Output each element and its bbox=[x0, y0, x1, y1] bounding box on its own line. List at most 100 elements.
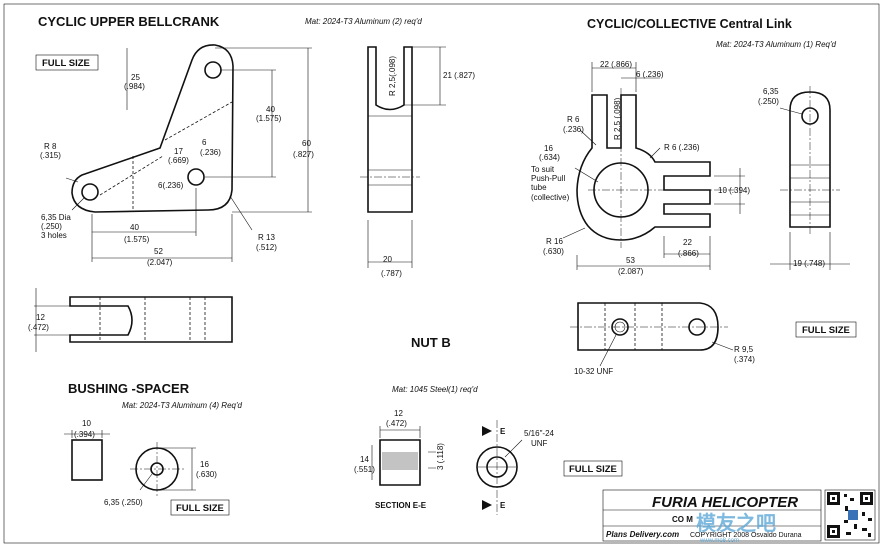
bellcrank-profile bbox=[71, 44, 234, 213]
bellcrank-top-dims bbox=[34, 288, 72, 352]
link-note-1: To suit bbox=[531, 165, 555, 174]
link-title: CYCLIC/COLLECTIVE Central Link bbox=[587, 17, 792, 31]
nut-arrow-bottom bbox=[482, 500, 492, 510]
link-top-view bbox=[577, 302, 719, 351]
dim-link-19: 19 (.748) bbox=[793, 259, 825, 268]
bellcrank-hidden-line-a bbox=[164, 101, 233, 141]
dim-40h-in: (1.575) bbox=[124, 235, 150, 244]
link-dimension-lines bbox=[576, 62, 745, 270]
dim-link-10: 10 (.394) bbox=[718, 186, 750, 195]
bellcrank-top-hole bbox=[204, 61, 222, 79]
nut-title: NUT B bbox=[411, 335, 451, 350]
dim-52-in: (2.047) bbox=[147, 258, 173, 267]
link-top-leaders bbox=[599, 334, 734, 367]
bellcrank-material: Mat: 2024-T3 Aluminum (2) req'd bbox=[305, 17, 422, 26]
dim-link-unf: 10-32 UNF bbox=[574, 367, 613, 376]
dim-60-in: (.827) bbox=[293, 150, 314, 159]
dim-nut-12: 12 bbox=[394, 409, 403, 418]
watermark-url: www.mo8.com bbox=[699, 538, 739, 544]
nut-e-bottom: E bbox=[500, 501, 506, 510]
dim-r13-in: (.512) bbox=[256, 243, 277, 252]
qr-code bbox=[824, 489, 876, 541]
dim-side-21: 21 (.827) bbox=[443, 71, 475, 80]
dim-link-53: 53 bbox=[626, 256, 635, 265]
dim-side-20-in: (.787) bbox=[381, 269, 402, 278]
dim-r8: R 8 bbox=[44, 142, 57, 151]
dim-52: 52 bbox=[154, 247, 163, 256]
link-material: Mat: 2024-T3 Aluminum (1) Req'd bbox=[716, 40, 836, 49]
bushing-title: BUSHING -SPACER bbox=[68, 381, 190, 396]
dim-link-53-in: (2.087) bbox=[618, 267, 644, 276]
dim-link-635: 6,35 bbox=[763, 87, 779, 96]
bushing-center-lines bbox=[130, 442, 184, 496]
bellcrank-r8-leader bbox=[65, 177, 79, 183]
bellcrank-left-hole bbox=[81, 183, 99, 201]
title-block-frame bbox=[602, 489, 822, 542]
dim-bushing-16: 16 bbox=[200, 460, 209, 469]
dim-link-635-in: (.250) bbox=[758, 97, 779, 106]
nut-section-label: SECTION E-E bbox=[375, 501, 427, 510]
nut-material: Mat: 1045 Steel(1) req'd bbox=[392, 385, 478, 394]
dim-dia: 6,35 Dia bbox=[41, 213, 71, 222]
dim-nut-thread: 5/16"-24 bbox=[524, 429, 555, 438]
title-block-rows bbox=[603, 509, 821, 527]
dim-link-r6l-in: (.236) bbox=[563, 125, 584, 134]
dim-r8-in: (.315) bbox=[40, 151, 61, 160]
dim-nut-14: 14 bbox=[360, 455, 369, 464]
link-center-lines bbox=[588, 88, 735, 248]
dim-bushing-10: 10 bbox=[82, 419, 91, 428]
central-link-section: CYCLIC/COLLECTIVE Central Link Mat: 2024… bbox=[531, 17, 857, 376]
bellcrank-side-view bbox=[367, 46, 413, 213]
dim-link-r25: R 2,5 (.098) bbox=[613, 97, 622, 140]
link-top-hidden bbox=[604, 303, 663, 350]
bellcrank-hidden-line-b bbox=[99, 155, 164, 196]
dim-6h: 6(.236) bbox=[158, 181, 184, 190]
nut-full-size-label: FULL SIZE bbox=[569, 464, 617, 475]
bellcrank-r13-leader bbox=[229, 195, 253, 231]
bellcrank-side-dims bbox=[367, 46, 446, 268]
dim-r13: R 13 bbox=[258, 233, 275, 242]
bushing-outer-circle bbox=[135, 447, 179, 491]
dim-bushing-10-in: (.394) bbox=[74, 430, 95, 439]
link-full-size-label: FULL SIZE bbox=[802, 325, 850, 336]
bellcrank-dia-leader bbox=[71, 197, 85, 211]
nut-section: NUT B Mat: 1045 Steel(1) req'd 12 (.472)… bbox=[354, 335, 623, 515]
title-block-brand: FURIA HELICOPTER bbox=[652, 494, 798, 511]
title-block: FURIA HELICOPTER CO M Plans Delivery.com… bbox=[602, 489, 876, 544]
dim-link-22t: 22 (.866) bbox=[600, 60, 632, 69]
link-side-profile bbox=[789, 91, 831, 228]
link-full-size-box bbox=[795, 321, 857, 338]
dim-link-r6l: R 6 bbox=[567, 115, 580, 124]
dim-40v: 40 bbox=[266, 105, 275, 114]
bellcrank-side-lines bbox=[368, 115, 412, 186]
dim-link-r16-in: (.630) bbox=[543, 247, 564, 256]
watermark-text: 模友之吧 bbox=[696, 511, 776, 535]
dim-17: 17 bbox=[174, 147, 183, 156]
dim-nut-3: 3 (.118) bbox=[436, 443, 445, 470]
dim-link-22-in: (.866) bbox=[678, 249, 699, 258]
dim-6-in: (.236) bbox=[200, 148, 221, 157]
dim-link-16: 16 bbox=[544, 144, 553, 153]
sheet-border bbox=[3, 3, 880, 544]
bushing-full-size-box bbox=[170, 499, 230, 516]
dim-17-in: (.669) bbox=[168, 156, 189, 165]
nut-section-view bbox=[379, 439, 421, 486]
bushing-section: BUSHING -SPACER Mat: 2024-T3 Aluminum (4… bbox=[64, 381, 242, 516]
title-block-copyright: COPYRIGHT 2008 Osvaldo Durana bbox=[690, 532, 802, 539]
dim-dia-holes: 3 holes bbox=[41, 231, 67, 240]
dim-link-r16: R 16 bbox=[546, 237, 563, 246]
link-note-4: (collective) bbox=[531, 193, 570, 202]
link-note-3: tube bbox=[531, 183, 547, 192]
bellcrank-top-hidden bbox=[99, 297, 206, 342]
link-note-2: Push-Pull bbox=[531, 174, 565, 183]
bellcrank-title: CYCLIC UPPER BELLCRANK bbox=[38, 14, 220, 29]
bushing-side-dims bbox=[64, 430, 110, 438]
dim-top-12-in: (.472) bbox=[28, 323, 49, 332]
bushing-dims bbox=[139, 447, 196, 491]
bushing-material: Mat: 2024-T3 Aluminum (4) Req'd bbox=[122, 401, 242, 410]
dim-link-r95-in: (.374) bbox=[734, 355, 755, 364]
title-block-footer: Plans Delivery.com bbox=[606, 530, 679, 539]
dim-bushing-635: 6,35 (.250) bbox=[104, 498, 143, 507]
dim-40v-in: (1.575) bbox=[256, 114, 282, 123]
dim-25-in: (.984) bbox=[124, 82, 145, 91]
